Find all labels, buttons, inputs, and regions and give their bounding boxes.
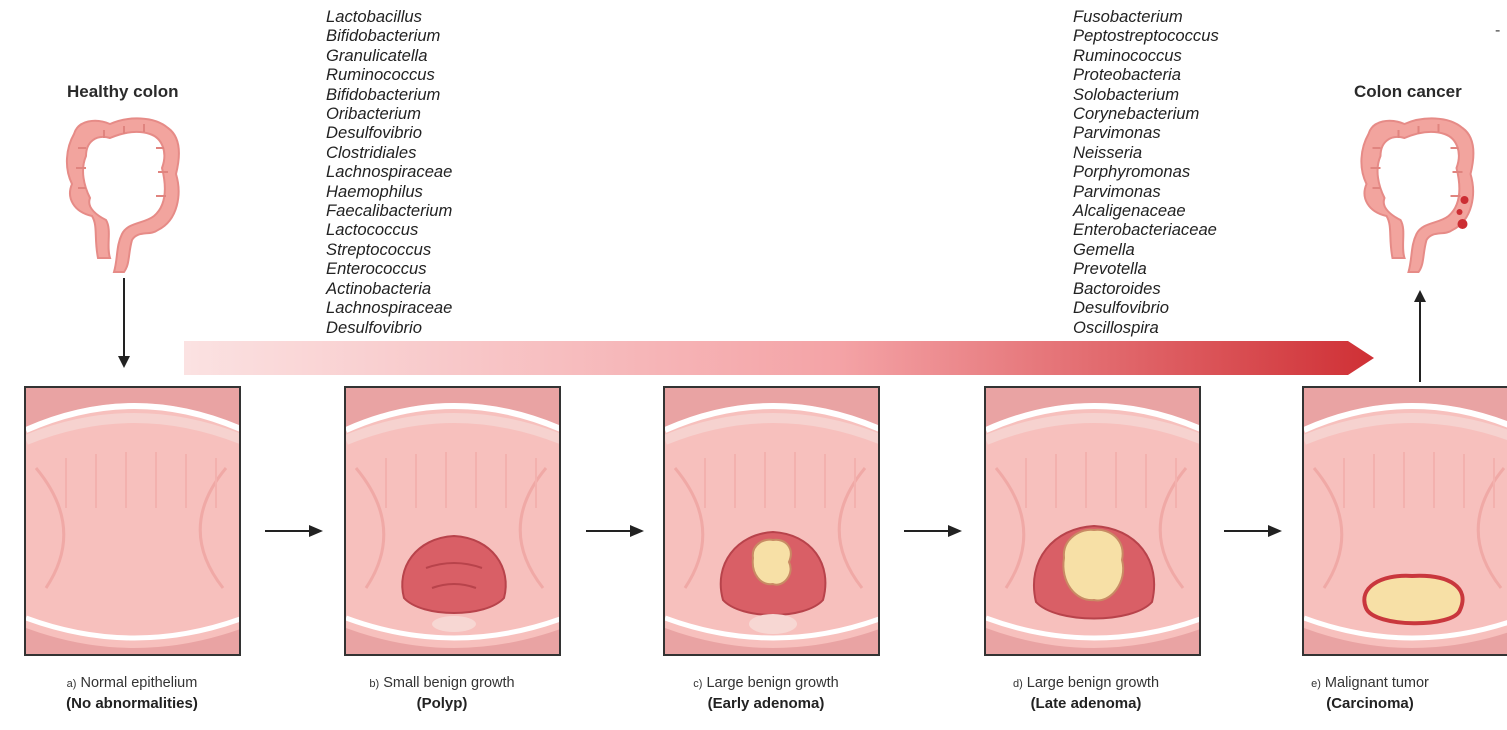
caption-stage-e: e) Malignant tumor (Carcinoma) — [1240, 675, 1500, 712]
bacterium-name: Neisseria — [1073, 143, 1219, 162]
bacterium-name: Bactoroides — [1073, 279, 1219, 298]
bacterium-name: Bifidobacterium — [326, 26, 452, 45]
stage-sub: (No abnormalities) — [2, 695, 262, 712]
bacterium-name: Lactococcus — [326, 220, 452, 239]
cancer-colon-icon — [1350, 108, 1485, 273]
panel-carcinoma — [1302, 386, 1507, 656]
stage-letter: d) — [1013, 678, 1023, 690]
bacterium-name: Bifidobacterium — [326, 85, 452, 104]
bacterium-name: Gemella — [1073, 240, 1219, 259]
caption-stage-a: a) Normal epithelium (No abnormalities) — [2, 675, 262, 712]
panel-late-adenoma — [984, 386, 1201, 656]
step-arrow-4 — [1224, 523, 1282, 539]
bacterium-name: Streptococcus — [326, 240, 452, 259]
stage-label: Normal epithelium — [80, 675, 197, 691]
bacterium-name: Clostridiales — [326, 143, 452, 162]
caption-stage-d: d) Large benign growth (Late adenoma) — [956, 675, 1216, 712]
stage-label: Large benign growth — [1027, 675, 1159, 691]
stage-letter: c) — [693, 678, 702, 690]
colon-cancer-heading: Colon cancer — [1354, 82, 1462, 102]
bacterium-name: Proteobacteria — [1073, 65, 1219, 84]
stage-label: Large benign growth — [706, 675, 838, 691]
bacterium-name: Actinobacteria — [326, 279, 452, 298]
panel-early-adenoma — [663, 386, 880, 656]
step-arrow-2 — [586, 523, 644, 539]
bacterium-name: Desulfovibrio — [326, 123, 452, 142]
bacterium-name: Peptostreptococcus — [1073, 26, 1219, 45]
stage-letter: a) — [67, 678, 77, 690]
stage-sub: (Early adenoma) — [636, 695, 896, 712]
bacterium-name: Ruminococcus — [326, 65, 452, 84]
progression-gradient-arrow — [184, 337, 1374, 379]
up-arrow-icon — [1412, 290, 1428, 382]
bacterium-name: Porphyromonas — [1073, 162, 1219, 181]
step-arrow-3 — [904, 523, 962, 539]
stage-sub: (Late adenoma) — [956, 695, 1216, 712]
bacterium-name: Enterococcus — [326, 259, 452, 278]
down-arrow-icon — [116, 278, 132, 370]
bacterium-name: Desulfovibrio — [326, 318, 452, 337]
bacterium-name: Enterobacteriaceae — [1073, 220, 1219, 239]
bacterium-name: Corynebacterium — [1073, 104, 1219, 123]
stage-sub: (Carcinoma) — [1240, 695, 1500, 712]
stage-letter: e) — [1311, 678, 1321, 690]
bacterium-name: Lachnospiraceae — [326, 162, 452, 181]
bacterium-name: Prevotella — [1073, 259, 1219, 278]
caption-stage-c: c) Large benign growth (Early adenoma) — [636, 675, 896, 712]
stage-letter: b) — [369, 678, 379, 690]
bacterium-name: Solobacterium — [1073, 85, 1219, 104]
bacterium-name: Oscillospira — [1073, 318, 1219, 337]
panel-polyp — [344, 386, 561, 656]
step-arrow-1 — [265, 523, 323, 539]
bacterium-name: Desulfovibrio — [1073, 298, 1219, 317]
bacterium-name: Lactobacillus — [326, 7, 452, 26]
bacterium-name: Haemophilus — [326, 182, 452, 201]
bacterium-name: Granulicatella — [326, 46, 452, 65]
bacterium-name: Faecalibacterium — [326, 201, 452, 220]
stage-sub: (Polyp) — [312, 695, 572, 712]
stage-label: Malignant tumor — [1325, 675, 1429, 691]
panel-normal-epithelium — [24, 386, 241, 656]
bacterium-name: Parvimonas — [1073, 182, 1219, 201]
bacterium-name: Ruminococcus — [1073, 46, 1219, 65]
healthy-colon-heading: Healthy colon — [67, 82, 178, 102]
bacterium-name: Lachnospiraceae — [326, 298, 452, 317]
corner-mark: - — [1495, 22, 1500, 40]
bacterium-name: Oribacterium — [326, 104, 452, 123]
bacterium-name: Fusobacterium — [1073, 7, 1219, 26]
stage-label: Small benign growth — [383, 675, 514, 691]
caption-stage-b: b) Small benign growth (Polyp) — [312, 675, 572, 712]
bacterium-name: Alcaligenaceae — [1073, 201, 1219, 220]
healthy-colon-icon — [58, 108, 188, 273]
bacterium-name: Parvimonas — [1073, 123, 1219, 142]
